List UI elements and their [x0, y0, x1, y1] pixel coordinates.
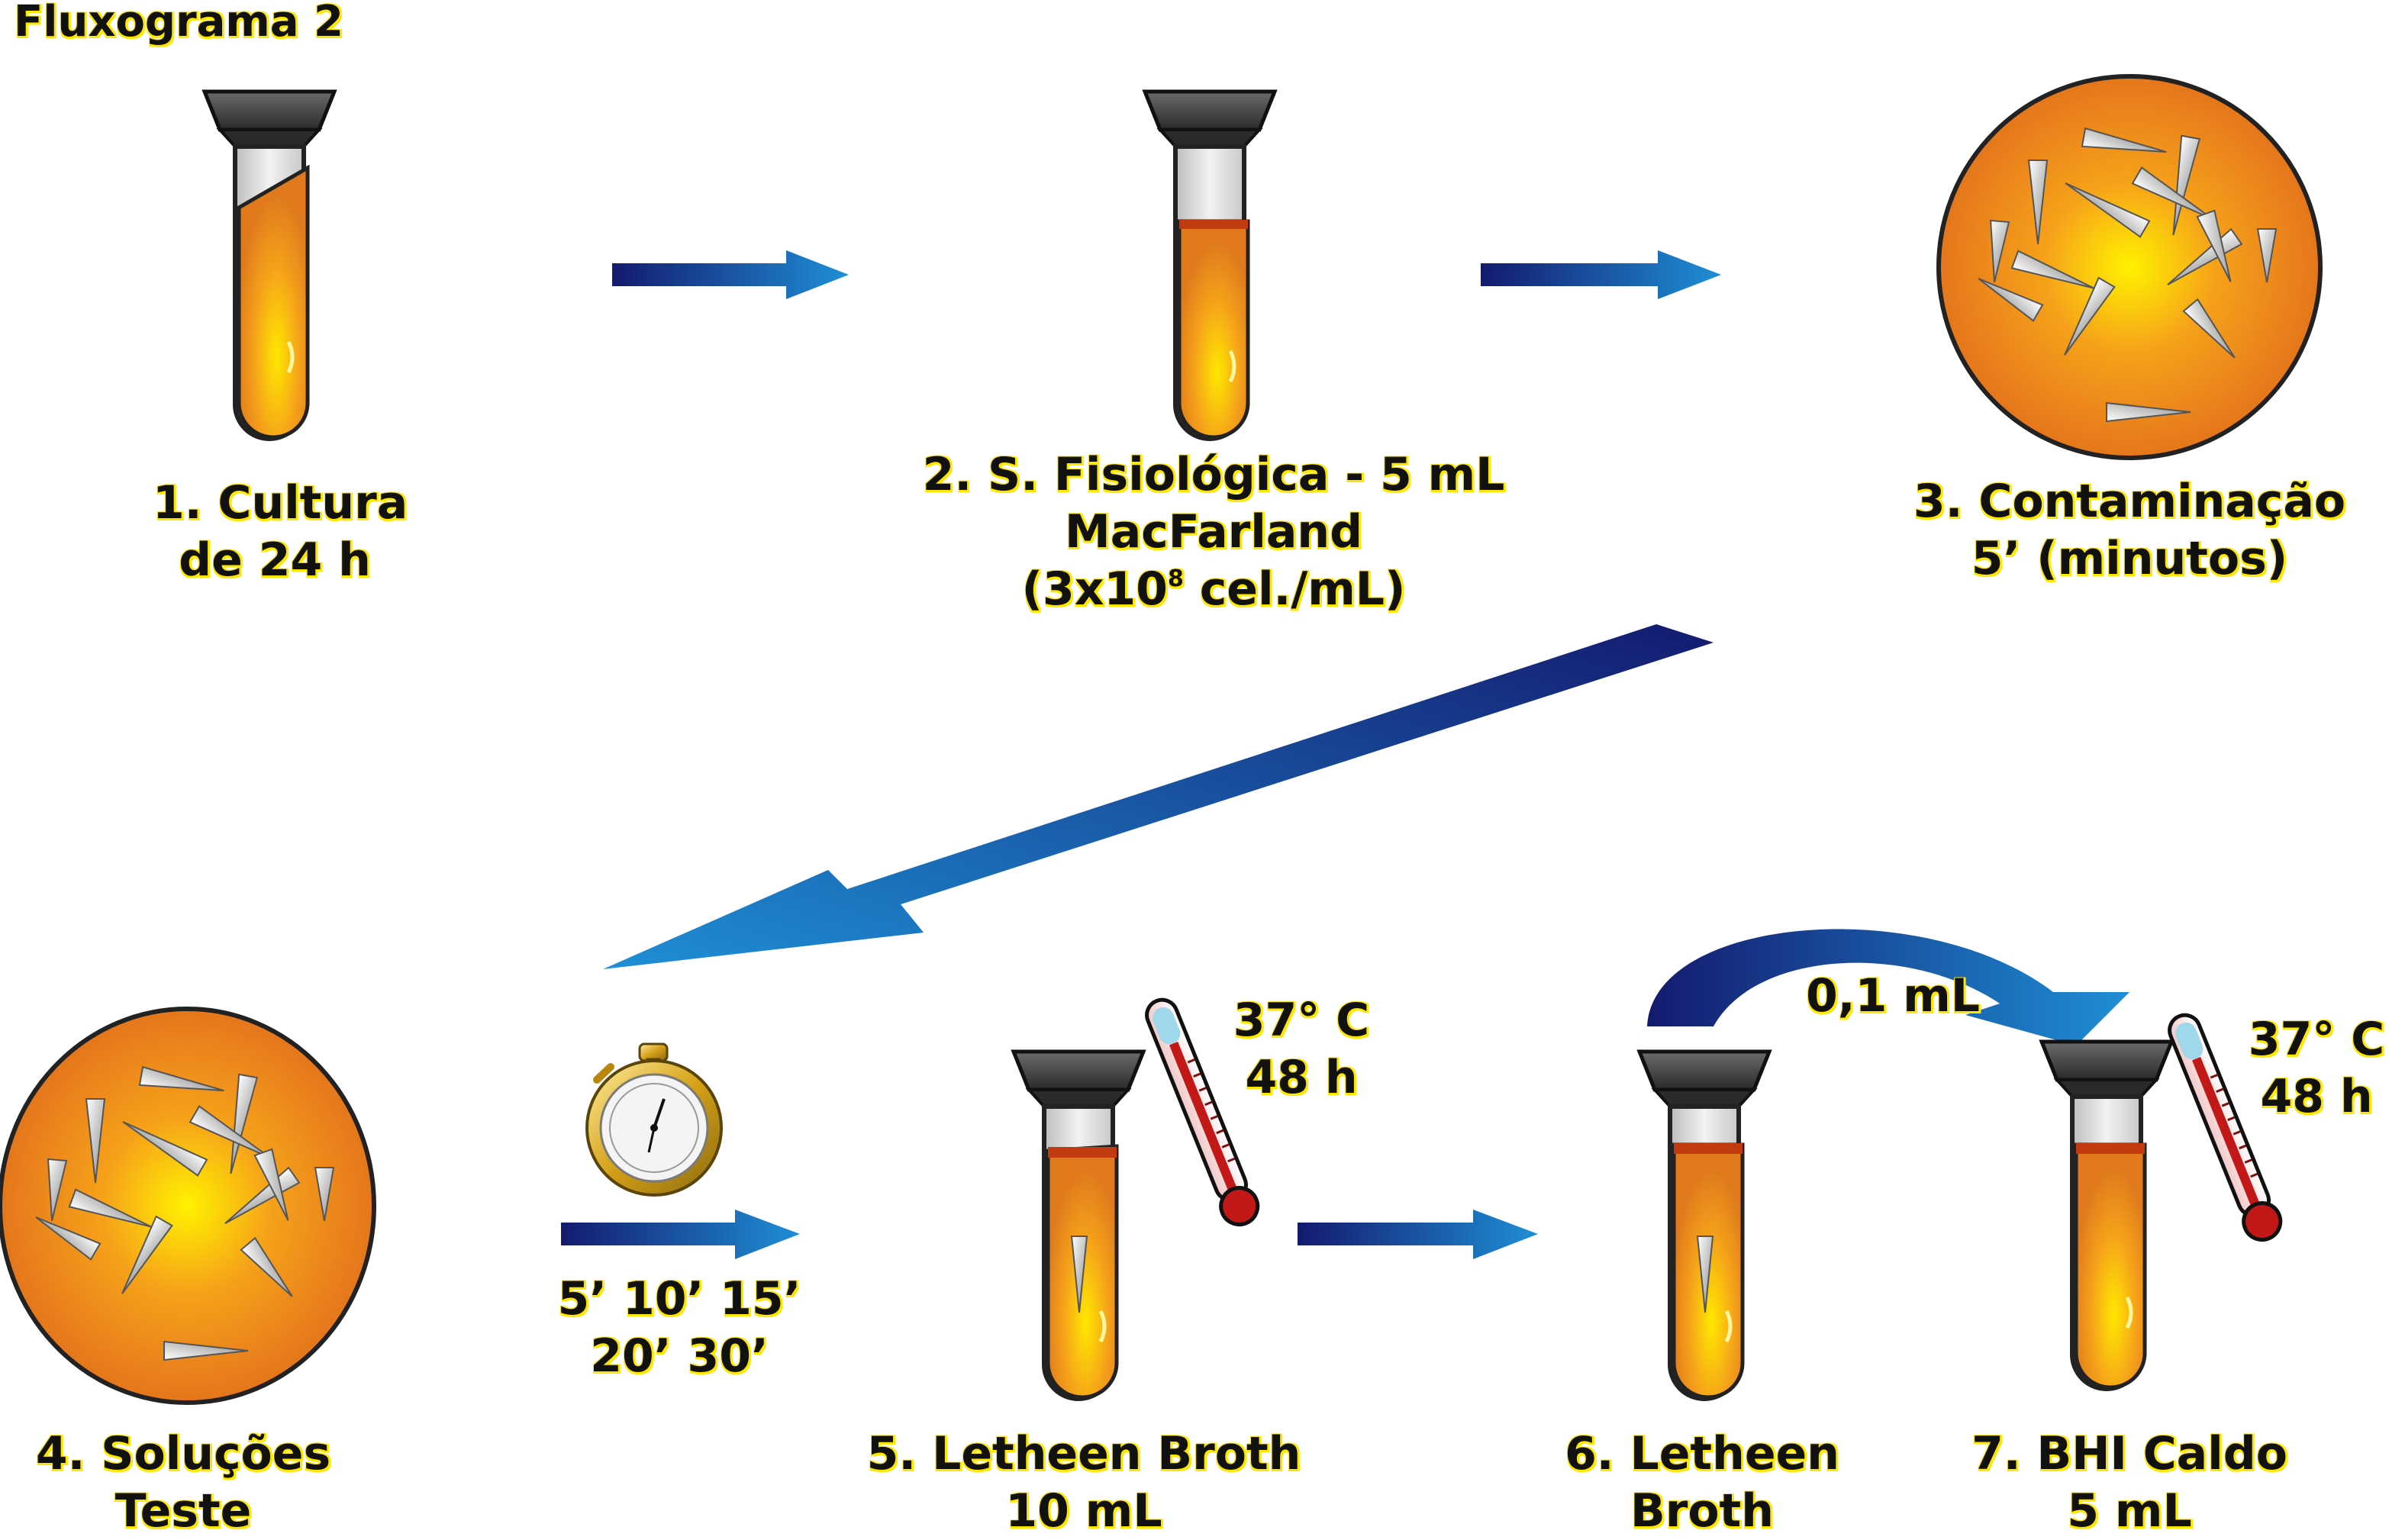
carrier-sliver [163, 1340, 249, 1361]
carrier-sliver [2131, 166, 2214, 221]
carrier-sliver [2182, 298, 2236, 359]
carrier-sliver [253, 1148, 289, 1221]
carrier-sliver [2196, 209, 2232, 282]
carrier-sliver [85, 1098, 106, 1184]
exposure-times-label: 5’ 10’ 15’20’ 30’ [557, 1272, 801, 1383]
arrow-4-to-5 [561, 1210, 800, 1259]
carrier-sliver [240, 1236, 293, 1297]
carrier-sliver [1978, 278, 2044, 322]
carrier-sliver [2106, 401, 2191, 423]
petri-dish-3-contamination [1936, 74, 2323, 460]
carrier-sliver [47, 1158, 68, 1221]
carrier-sliver [68, 1188, 152, 1228]
step-2-label: 2. S. Fisiológica - 5 mL MacFarland (3x1… [922, 448, 1505, 616]
carrier-sliver [2167, 227, 2243, 285]
carrier-sliver [2065, 182, 2151, 238]
carrier-sliver [2256, 228, 2278, 283]
tube-2-saline [1145, 92, 1275, 439]
tube-1-culture [205, 92, 334, 439]
arrow-6-to-7 [1647, 929, 2129, 1045]
carrier-sliver [2081, 127, 2167, 153]
arrow-1-to-2 [612, 250, 849, 299]
carrier-sliver [314, 1167, 335, 1222]
tube-7-bhi-broth [2042, 1042, 2171, 1389]
carrier-sliver [2010, 250, 2094, 289]
carrier-sliver [189, 1105, 272, 1159]
tube-6-letheen-broth [1639, 1052, 1769, 1399]
petri-dish-4-test-solutions [0, 1007, 376, 1405]
diagram-title: Fluxograma 2 [14, 0, 344, 47]
arrow-2-to-3 [1481, 250, 1721, 299]
carrier-sliver [138, 1065, 224, 1092]
carrier-sliver [2064, 276, 2116, 356]
stopwatch-icon [585, 1042, 723, 1197]
carrier-sliver [35, 1216, 102, 1261]
carrier-sliver [122, 1121, 208, 1177]
carrier-sliver [224, 1166, 301, 1224]
carrier-sliver [1989, 219, 2010, 282]
transfer-volume-label: 0,1 mL [1806, 969, 1980, 1023]
carrier-sliver [2027, 159, 2049, 245]
arrow-3-to-4 [603, 624, 1714, 969]
tube-5-letheen-broth [1014, 1052, 1143, 1399]
arrow-5-to-6 [1298, 1210, 1538, 1259]
carrier-sliver [230, 1073, 259, 1174]
carrier-sliver [121, 1215, 173, 1294]
carrier-sliver [2172, 134, 2201, 236]
